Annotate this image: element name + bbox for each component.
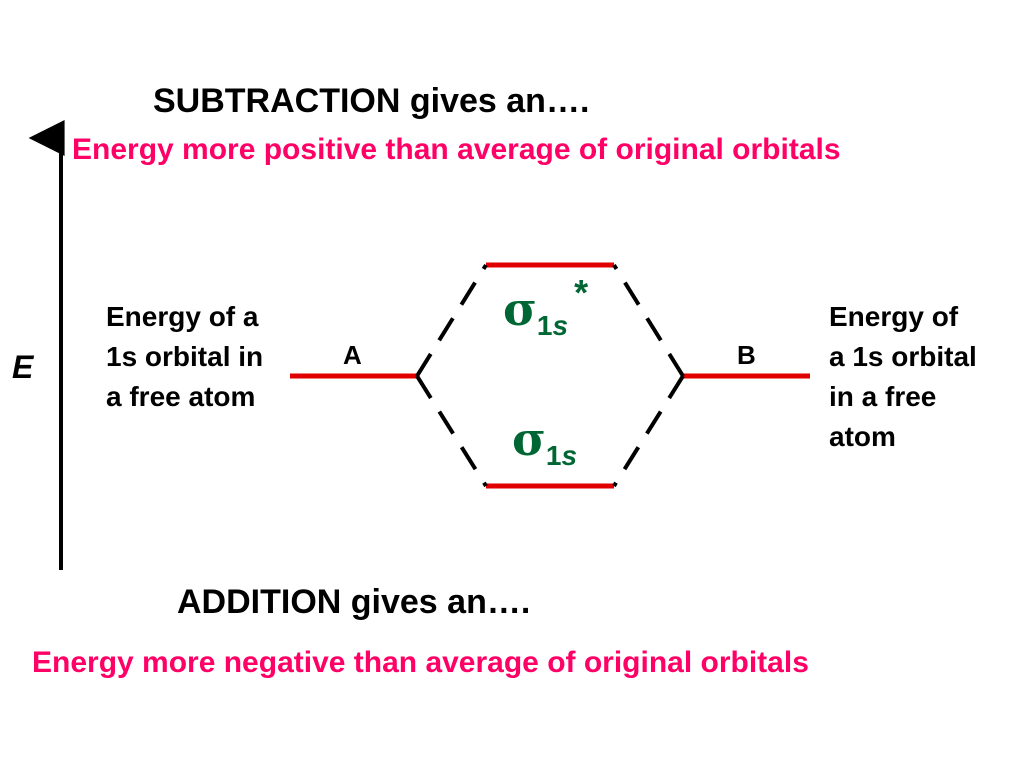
atom-b-label: B xyxy=(737,340,756,370)
negative-energy-note: Energy more negative than average of ori… xyxy=(32,646,809,679)
dash-b-to-antibonding xyxy=(612,263,685,378)
atom-a-description: Energy of a 1s orbital in a free atom xyxy=(106,301,264,412)
addition-heading: ADDITION gives an…. xyxy=(177,583,531,621)
atom-a-label: A xyxy=(343,340,362,370)
dash-a-to-antibonding xyxy=(415,263,488,378)
antibonding-sigma-label: σ1s* xyxy=(503,272,588,341)
positive-energy-note: Energy more positive than average of ori… xyxy=(72,133,841,166)
dash-a-to-bonding xyxy=(415,374,488,488)
energy-axis-label: E xyxy=(12,349,34,385)
subtraction-heading: SUBTRACTION gives an…. xyxy=(153,82,590,120)
bonding-sigma-label: σ1s xyxy=(512,412,577,471)
dash-b-to-bonding xyxy=(612,374,685,488)
atom-b-description: Energy of a 1s orbital in a free atom xyxy=(829,301,977,452)
